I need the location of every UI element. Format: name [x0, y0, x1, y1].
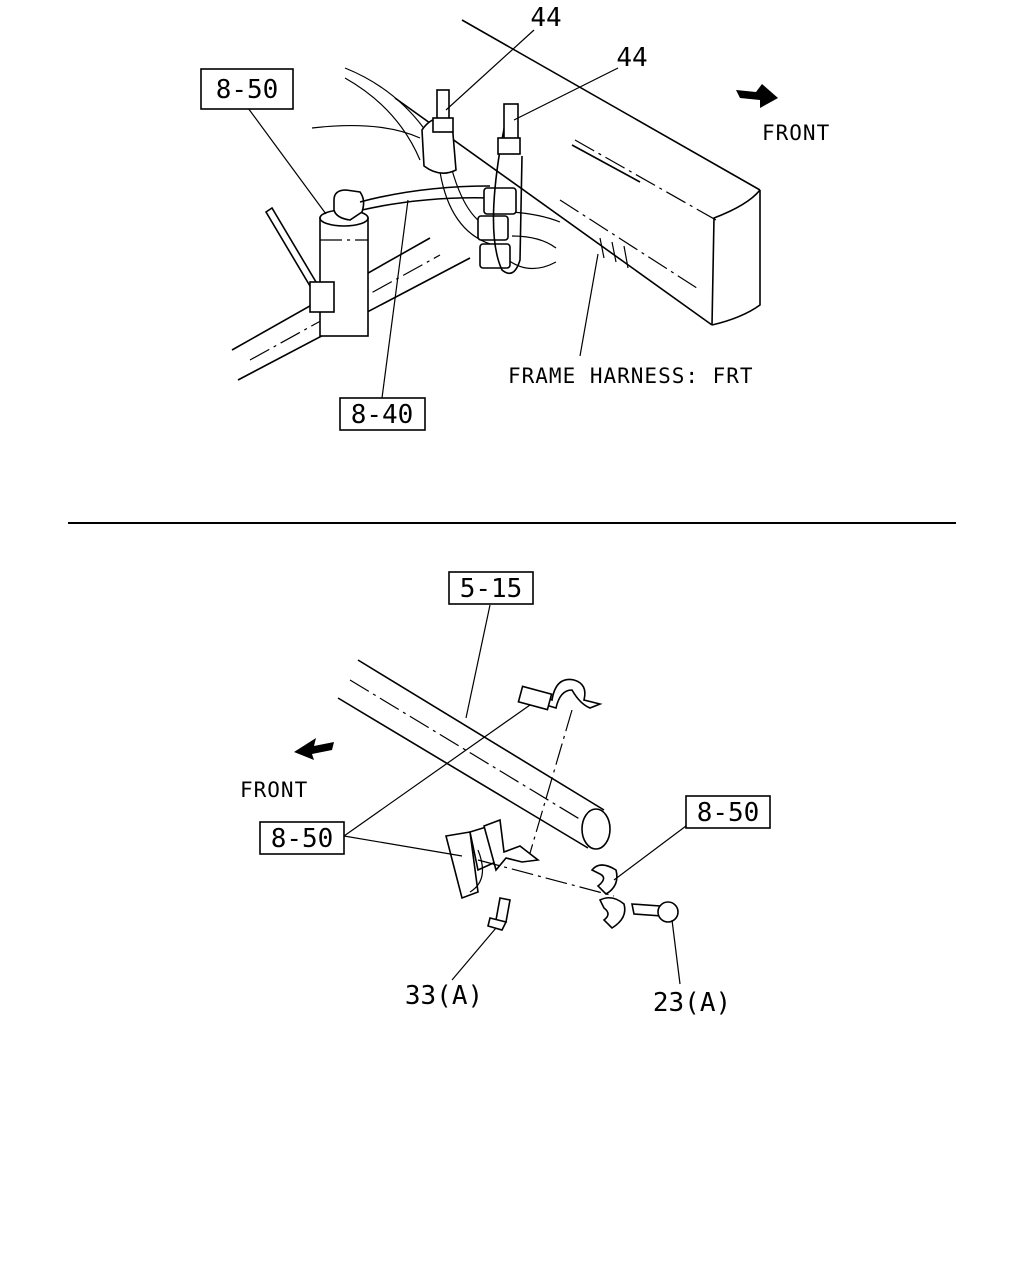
cable-tie-2 [492, 103, 523, 275]
cable-tie-1 [421, 89, 457, 174]
ref-box-5-15[interactable]: 5-15 [448, 571, 534, 605]
callout-33a: 33(A) [405, 981, 483, 1011]
svg-text:5-15: 5-15 [460, 574, 523, 604]
ref-box-8-50-lower-left[interactable]: 8-50 [259, 821, 345, 855]
front-label-lower: FRONT [240, 778, 308, 802]
bolt-23a [631, 901, 679, 923]
sensor-unit [264, 189, 369, 337]
upper-view: 8-50 8-40 44 44 FRONT FRAME HARNESS: FRT [200, 3, 830, 431]
callout-23a: 23(A) [653, 988, 731, 1018]
frame-harness-label: FRAME HARNESS: FRT [508, 364, 754, 388]
bracket [445, 818, 541, 900]
front-label-upper: FRONT [762, 121, 830, 145]
ref-box-8-50-upper[interactable]: 8-50 [200, 68, 294, 110]
callout-44-tie-1: 44 [530, 3, 561, 33]
clip [477, 859, 626, 930]
ref-box-8-40[interactable]: 8-40 [339, 397, 426, 431]
callout-44-tie-2: 44 [616, 43, 647, 73]
lower-view: 5-15 8-50 8-50 FRONT 33(A) 23(A) [240, 571, 771, 1018]
ref-box-8-50-lower-right[interactable]: 8-50 [685, 795, 771, 829]
front-arrow-icon [736, 84, 778, 108]
bolt-33a [487, 897, 511, 931]
svg-text:8-50: 8-50 [697, 798, 760, 828]
front-arrow-icon [294, 738, 334, 760]
svg-text:8-50: 8-50 [216, 75, 279, 105]
harness-connectors [477, 187, 517, 269]
saddle-clamp [517, 678, 603, 861]
svg-text:8-50: 8-50 [271, 824, 334, 854]
svg-text:8-40: 8-40 [351, 400, 414, 430]
pipe [337, 659, 611, 850]
